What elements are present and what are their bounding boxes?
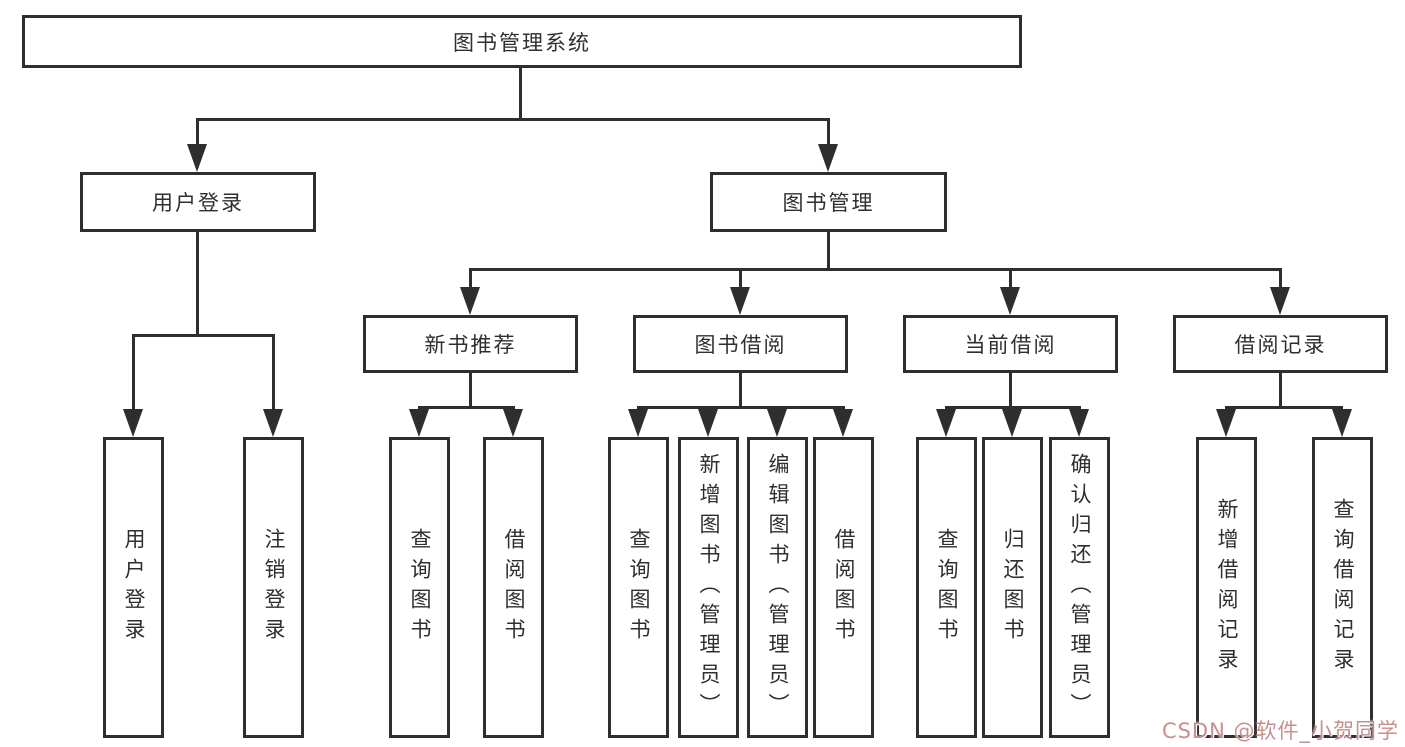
arrow-down-icon [123, 409, 143, 437]
connector-stub [469, 371, 472, 408]
arrow-down-icon [833, 409, 853, 437]
arrow-down-icon [1002, 409, 1022, 437]
node-user-login: 用户登录 [80, 172, 316, 232]
leaf-label: 新增借阅记录 [1215, 497, 1239, 678]
leaf-return-books: 归还图书 [982, 437, 1043, 738]
connector-stem [196, 118, 199, 146]
arrow-down-icon [767, 409, 787, 437]
leaf-label: 借阅图书 [832, 527, 856, 648]
node-label: 借阅记录 [1234, 333, 1327, 357]
arrow-down-icon [628, 409, 648, 437]
node-label: 图书借阅 [694, 333, 787, 357]
leaf-label: 编辑图书（管理员） [766, 452, 790, 723]
leaf-label: 查询图书 [935, 527, 959, 648]
connector-stem [827, 118, 830, 146]
leaf-add-borrow-record: 新增借阅记录 [1196, 437, 1257, 738]
leaf-logout: 注销登录 [243, 437, 304, 738]
leaf-confirm-return-admin: 确认归还（管理员） [1049, 437, 1110, 738]
connector-root-stub [519, 66, 522, 120]
node-current-borrowing: 当前借阅 [903, 315, 1118, 373]
arrow-down-icon [460, 287, 480, 315]
connector-stem [272, 334, 275, 412]
connector-user-login-branch [132, 334, 275, 337]
leaf-query-books-borrow: 查询图书 [608, 437, 669, 738]
node-label: 图书管理 [782, 191, 875, 215]
leaf-label: 新增图书（管理员） [697, 452, 721, 723]
connector-root-branch [196, 118, 830, 121]
node-label: 当前借阅 [964, 333, 1057, 357]
arrow-down-icon [503, 409, 523, 437]
leaf-edit-books-admin: 编辑图书（管理员） [747, 437, 808, 738]
node-label: 新书推荐 [424, 333, 517, 357]
connector-stem [1279, 268, 1282, 290]
leaf-user-login: 用户登录 [103, 437, 164, 738]
leaf-label: 归还图书 [1001, 527, 1025, 648]
connector-book-mgmt-branch [469, 268, 1282, 271]
leaf-borrow-books-recommend: 借阅图书 [483, 437, 544, 738]
arrow-down-icon [1216, 409, 1236, 437]
node-label: 图书管理系统 [453, 30, 591, 55]
node-label: 用户登录 [152, 191, 244, 215]
node-borrowing-records: 借阅记录 [1173, 315, 1388, 373]
leaf-query-borrow-record: 查询借阅记录 [1312, 437, 1373, 738]
leaf-label: 查询图书 [627, 527, 651, 648]
leaf-query-books-current: 查询图书 [916, 437, 977, 738]
arrow-down-icon [818, 144, 838, 172]
arrow-down-icon [263, 409, 283, 437]
node-new-book-recommend: 新书推荐 [363, 315, 578, 373]
leaf-label: 查询借阅记录 [1331, 497, 1355, 678]
leaf-query-books-recommend: 查询图书 [389, 437, 450, 738]
arrow-down-icon [409, 409, 429, 437]
connector-branch [945, 406, 1081, 409]
node-book-borrowing: 图书借阅 [633, 315, 848, 373]
connector-branch [637, 406, 845, 409]
arrow-down-icon [730, 287, 750, 315]
node-library-management-system: 图书管理系统 [22, 15, 1022, 68]
connector-book-mgmt-stub [827, 230, 830, 270]
leaf-label: 确认归还（管理员） [1068, 452, 1092, 723]
leaf-borrow-books: 借阅图书 [813, 437, 874, 738]
connector-branch [418, 406, 515, 409]
arrow-down-icon [1069, 409, 1089, 437]
arrow-down-icon [936, 409, 956, 437]
connector-stub [739, 371, 742, 408]
arrow-down-icon [1270, 287, 1290, 315]
arrow-down-icon [187, 144, 207, 172]
leaf-label: 用户登录 [122, 527, 146, 648]
arrow-down-icon [1000, 287, 1020, 315]
leaf-label: 借阅图书 [502, 527, 526, 648]
connector-stem [132, 334, 135, 412]
connector-user-login-stub [196, 230, 199, 336]
connector-branch [1225, 406, 1343, 409]
arrow-down-icon [698, 409, 718, 437]
connector-stem [739, 268, 742, 290]
connector-stub [1279, 371, 1282, 408]
leaf-add-books-admin: 新增图书（管理员） [678, 437, 739, 738]
csdn-watermark: CSDN @软件_小贺同学 [1161, 719, 1399, 743]
connector-stem [1009, 268, 1012, 290]
leaf-label: 注销登录 [262, 527, 286, 648]
connector-stub [1009, 371, 1012, 408]
leaf-label: 查询图书 [408, 527, 432, 648]
node-book-management: 图书管理 [710, 172, 947, 232]
connector-stem [469, 268, 472, 290]
arrow-down-icon [1332, 409, 1352, 437]
